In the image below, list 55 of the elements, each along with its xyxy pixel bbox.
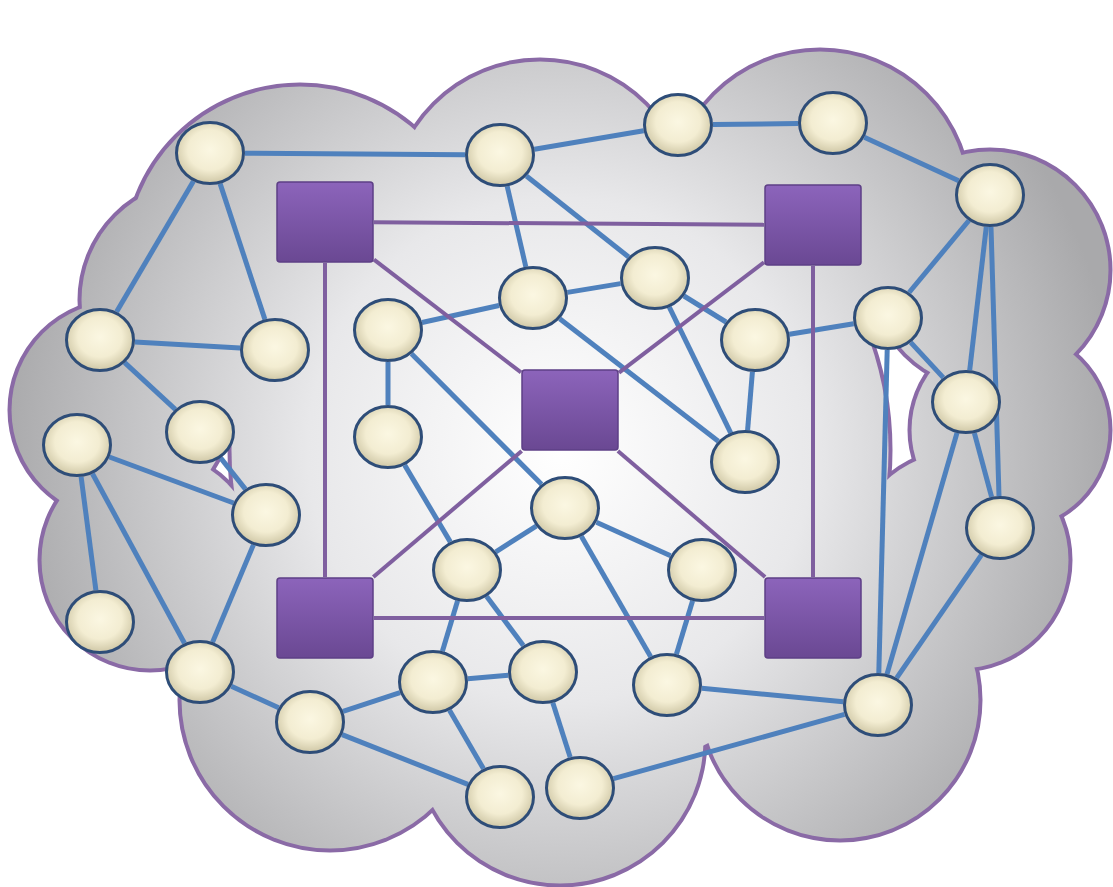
connector-line — [323, 263, 327, 577]
connector-line — [409, 351, 544, 487]
connector-line — [123, 360, 177, 412]
connector-line — [342, 690, 401, 714]
connector-line — [534, 128, 644, 152]
connector-line — [616, 449, 767, 579]
connector-line — [667, 306, 733, 434]
connector-line — [789, 321, 854, 337]
connector-line — [402, 463, 453, 544]
connector-line — [908, 340, 946, 380]
connector-line — [811, 266, 815, 577]
connector-line — [374, 616, 764, 620]
connector-line — [617, 260, 766, 375]
connector-line — [90, 472, 187, 645]
connector-line — [988, 226, 1002, 497]
connector-line — [421, 303, 500, 325]
connector-line — [579, 535, 653, 658]
connector-line — [134, 339, 241, 351]
connector-line — [967, 226, 989, 371]
connector-line — [374, 220, 764, 227]
connector-line — [745, 371, 755, 431]
connector-line — [230, 683, 280, 711]
connector-line — [595, 519, 672, 559]
connector-line — [972, 432, 994, 498]
connector-line — [245, 150, 465, 158]
connector-line — [494, 524, 538, 554]
connector-line — [341, 732, 469, 787]
connector-line — [372, 449, 523, 579]
connector-line — [884, 432, 960, 675]
connector-line — [550, 701, 573, 759]
connector-line — [504, 185, 529, 268]
connector-line — [467, 672, 509, 682]
connector-line — [447, 708, 486, 771]
connector-line — [907, 218, 971, 295]
connector-line — [682, 293, 728, 325]
connector-line — [385, 362, 391, 405]
connector-line — [484, 594, 526, 648]
connector-line — [210, 543, 256, 644]
connector-line — [701, 685, 844, 705]
connector-line — [372, 258, 523, 374]
connector-line — [894, 553, 984, 680]
connector-line — [674, 600, 695, 655]
connector-line — [217, 182, 268, 321]
connector-line — [108, 454, 235, 506]
connector-line — [524, 174, 631, 259]
connector-line — [440, 600, 460, 652]
connector-line — [712, 121, 799, 127]
connector-line — [876, 349, 890, 674]
connector-line — [78, 476, 99, 591]
connector-line — [863, 135, 960, 183]
connector-line — [558, 316, 720, 444]
connector-line — [114, 179, 196, 314]
connector-line — [612, 711, 846, 782]
connector-line — [218, 456, 248, 491]
connector-line — [567, 281, 621, 295]
